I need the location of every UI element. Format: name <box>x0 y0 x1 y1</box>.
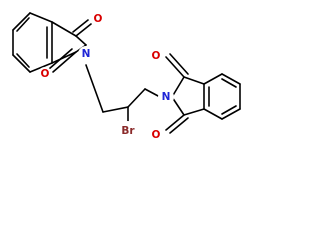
bond <box>203 73 223 85</box>
oxygen-atom-left-top: O <box>94 13 103 25</box>
bond <box>221 108 241 120</box>
oxygen-atom-right-top: O <box>152 50 161 62</box>
atom-labels: O O N Br N O O <box>38 12 174 142</box>
nitrogen-atom-right: N <box>162 91 171 103</box>
bond <box>221 105 237 115</box>
oxygen-atom-right-bottom: O <box>152 129 161 141</box>
bond <box>29 12 53 23</box>
bond <box>29 62 53 73</box>
bond <box>102 106 129 113</box>
bond <box>75 35 87 46</box>
bond <box>169 53 189 75</box>
bond <box>52 51 77 73</box>
oxygen-atom-left-bottom: O <box>41 68 50 80</box>
bond <box>85 64 104 113</box>
right-phthalimide <box>165 53 241 134</box>
bond <box>203 108 223 120</box>
bond <box>183 76 205 85</box>
chemical-structure: O O N Br N O O <box>12 12 241 142</box>
bond <box>48 48 73 70</box>
bond <box>169 117 189 134</box>
bond <box>127 88 146 108</box>
bond <box>12 54 31 73</box>
bond <box>16 17 30 32</box>
bond <box>144 88 161 98</box>
bond <box>221 78 237 88</box>
propyl-linker <box>85 64 161 122</box>
bond <box>171 76 185 98</box>
bond <box>165 56 185 78</box>
bond <box>16 53 30 68</box>
bond <box>12 12 31 31</box>
left-phthalimide <box>12 12 92 73</box>
bond <box>72 19 89 33</box>
bond <box>75 23 92 37</box>
nitrogen-atom-left: N <box>82 48 91 60</box>
bond <box>51 21 77 37</box>
bond <box>165 114 185 131</box>
bond <box>171 96 185 116</box>
bromine-atom: Br <box>121 125 135 137</box>
bond <box>51 51 77 64</box>
bond <box>221 73 241 85</box>
bond <box>183 108 205 116</box>
